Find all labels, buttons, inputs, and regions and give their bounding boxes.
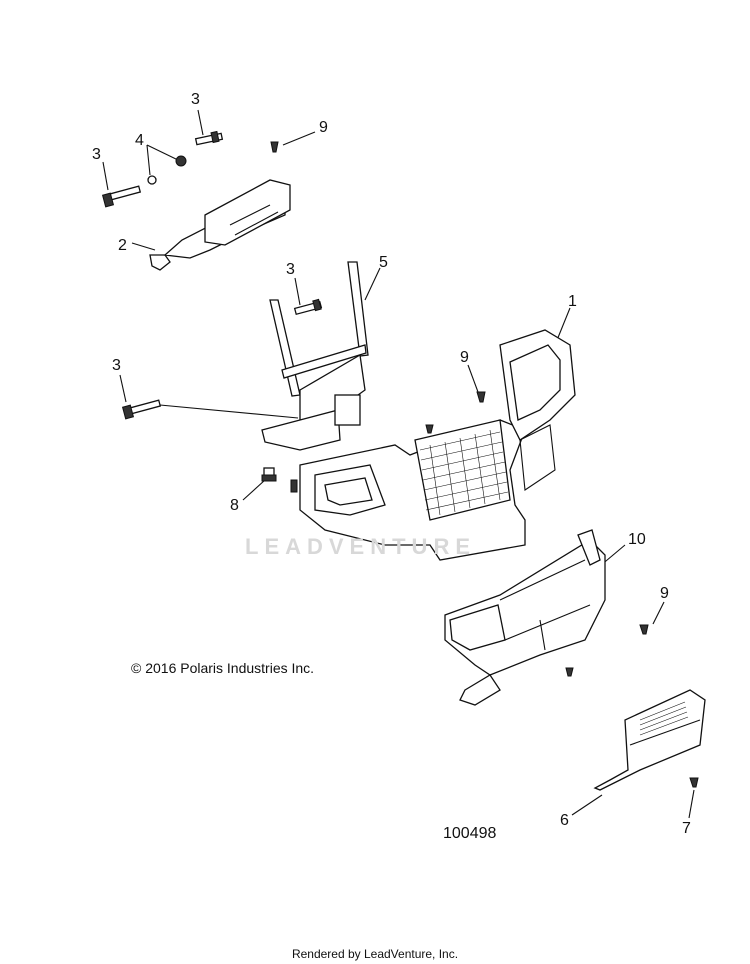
- callout-5: 5: [379, 254, 388, 271]
- screw-7: [689, 777, 699, 788]
- screw-9-lower: [565, 624, 649, 677]
- bracket-2: [149, 179, 291, 271]
- diagram-number: 100498: [443, 825, 497, 842]
- frame-5: [261, 261, 369, 451]
- callout-3: 3: [112, 357, 121, 374]
- callout-3: 3: [286, 261, 295, 278]
- bolt-left-3: [101, 185, 142, 208]
- nut-4: [147, 155, 187, 185]
- bolt-mid-3: [293, 298, 323, 316]
- callout-9: 9: [660, 585, 669, 602]
- screw-9-mid: [425, 391, 486, 434]
- screw-9-top: [270, 141, 279, 153]
- footer-text: Rendered by LeadVenture, Inc.: [291, 947, 459, 961]
- callout-9: 9: [319, 119, 328, 136]
- callout-6: 6: [560, 812, 569, 829]
- bumper-10: [444, 529, 606, 706]
- callout-3: 3: [191, 91, 200, 108]
- copyright-text: © 2016 Polaris Industries Inc.: [131, 660, 315, 676]
- watermark: LEADVENTURE: [245, 534, 477, 559]
- callout-3: 3: [92, 146, 101, 163]
- skid-plate-6: [593, 689, 706, 791]
- callout-4: 4: [135, 132, 144, 149]
- callout-9: 9: [460, 349, 469, 366]
- callout-7: 7: [682, 820, 691, 837]
- callout-2: 2: [118, 237, 127, 254]
- bolt-top-3: [194, 130, 224, 146]
- front-panel-1: [290, 329, 576, 561]
- callout-1: 1: [568, 293, 577, 310]
- pushpin-8: [261, 467, 277, 482]
- callout-10: 10: [628, 531, 646, 548]
- bolt-lower-3: [121, 399, 162, 420]
- callout-8: 8: [230, 497, 239, 514]
